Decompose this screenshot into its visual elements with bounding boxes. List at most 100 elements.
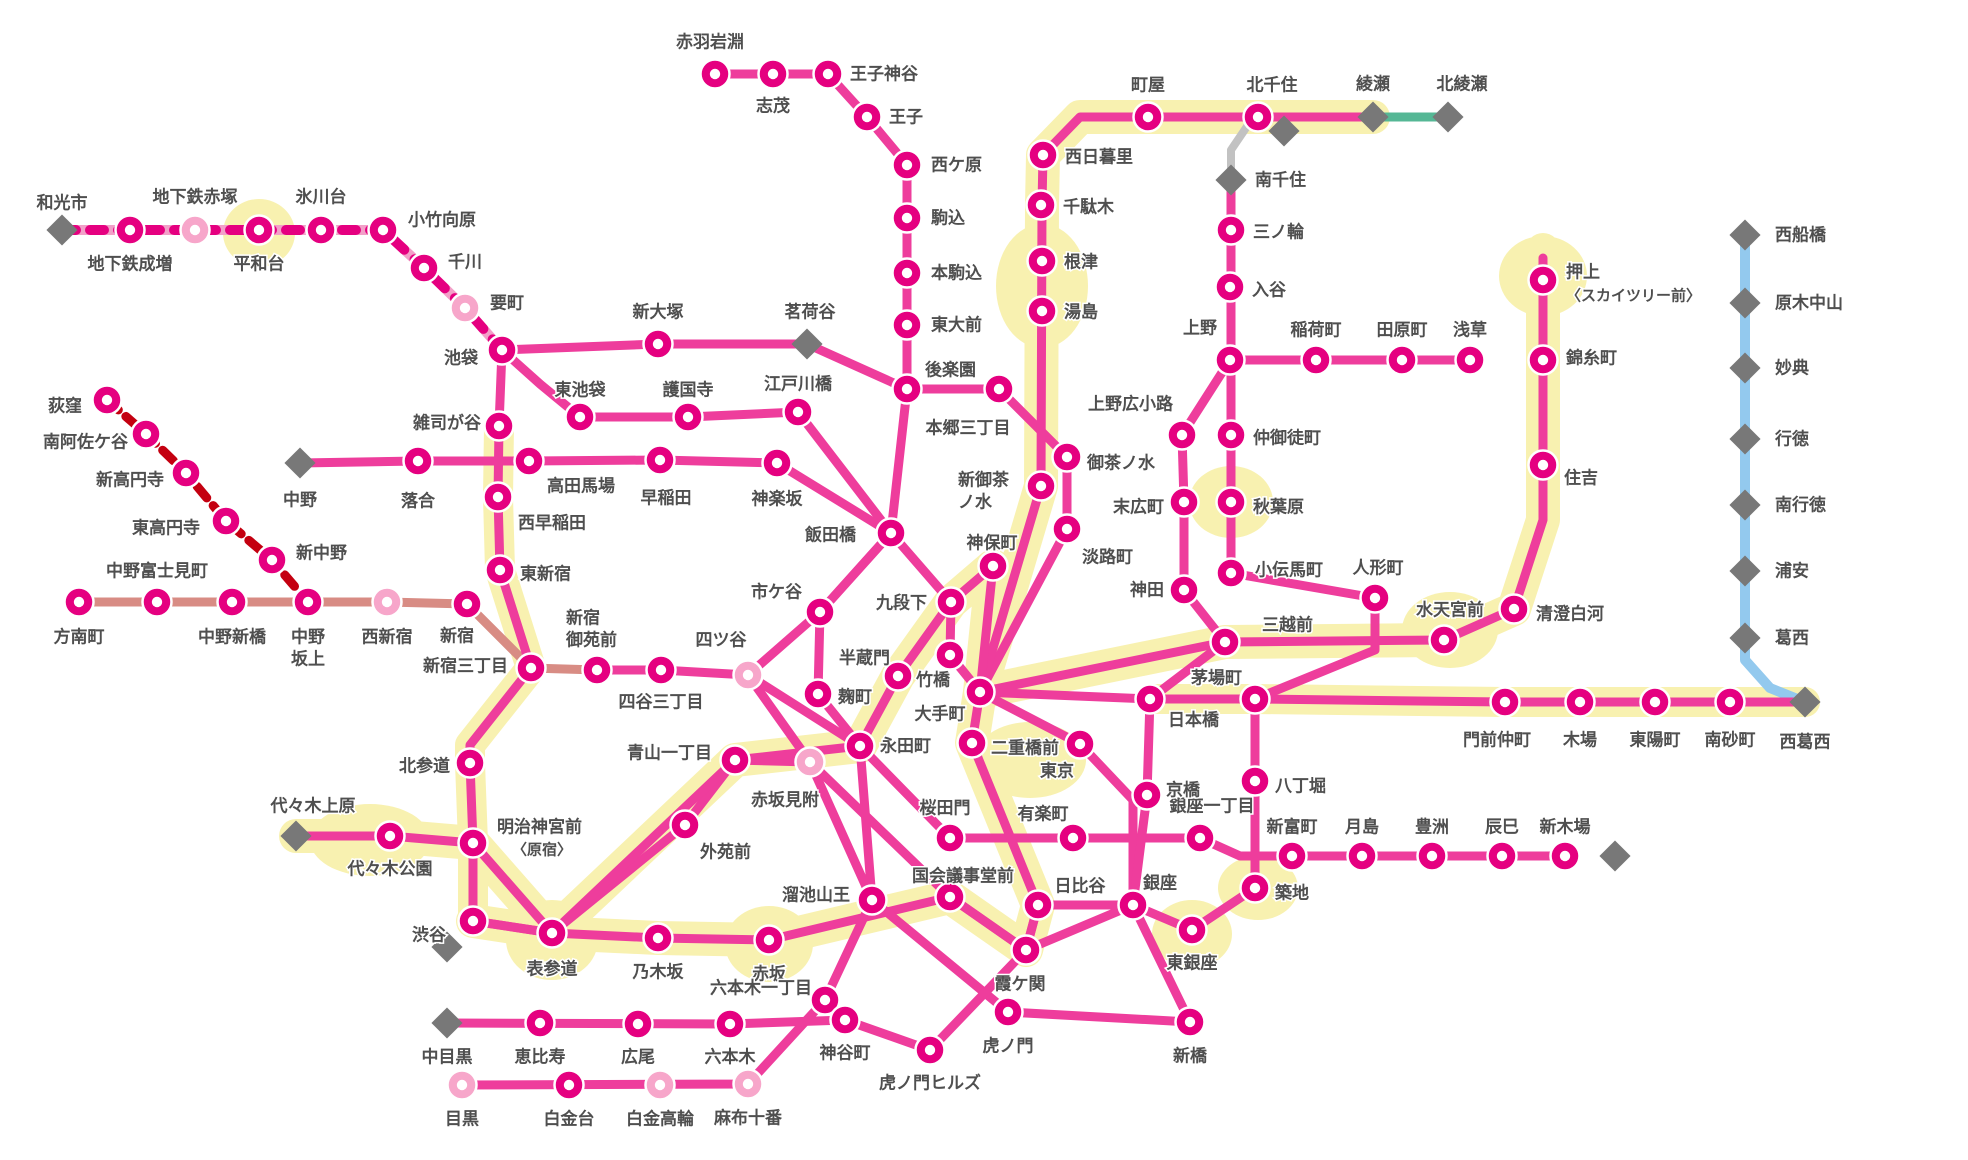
station-marker [141, 586, 173, 618]
station-label: 入谷 [1252, 281, 1287, 300]
station-circle-hole [563, 1079, 575, 1091]
station-circle-hole [987, 560, 999, 572]
station-marker [1239, 683, 1271, 715]
station-label: 六本木一丁目 [710, 978, 812, 998]
station-marker [446, 1069, 478, 1101]
station-label: 茅場町 [1191, 669, 1242, 688]
station-label: 西葛西 [1780, 732, 1831, 752]
station-label: 千駄木 [1063, 197, 1115, 217]
station-label: 恵比寿 [515, 1047, 566, 1067]
station-circle-hole [854, 740, 866, 752]
station-circle-hole [189, 224, 201, 236]
station-marker [451, 588, 483, 620]
station-label: 東京 [1040, 761, 1074, 781]
station-marker [804, 596, 836, 628]
station-marker [216, 586, 248, 618]
station-circle-hole [1369, 592, 1381, 604]
station-marker [851, 101, 883, 133]
station-circle-hole [1036, 305, 1048, 317]
station-marker [1215, 419, 1247, 451]
label-layer: 和光市地下鉄成増地下鉄赤塚平和台氷川台小竹向原千川要町池袋新大塚茗荷谷後楽園本郷… [35, 30, 1845, 1130]
station-circle-hole [101, 394, 113, 406]
station-label: 東銀座 [1167, 953, 1218, 973]
station-circle-hole [1249, 882, 1261, 894]
station-circle-hole [812, 688, 824, 700]
station-label: 門前仲町 [1463, 730, 1531, 750]
station-label: 行徳 [1774, 429, 1809, 449]
station-label: 南行徳 [1775, 495, 1826, 515]
station-label: 稲荷町 [1291, 320, 1342, 340]
station-circle-hole [124, 224, 136, 236]
station-marker [1215, 164, 1247, 196]
station-marker [1549, 840, 1581, 872]
station-circle-hole [1286, 850, 1298, 862]
station-circle-hole [1032, 899, 1044, 911]
station-circle-hole [151, 596, 163, 608]
station-marker [914, 1034, 946, 1066]
station-label: 雑司が谷 [412, 413, 482, 433]
station-circle-hole [1249, 775, 1261, 787]
station-label: 湯島 [1064, 302, 1098, 322]
station-marker [1486, 840, 1518, 872]
station-label: 新大塚 [633, 302, 684, 322]
station-label: 住吉 [1564, 468, 1598, 488]
station-label: 代々木上原 [270, 796, 356, 816]
station-label: 中野 [283, 490, 317, 510]
station-marker [431, 1007, 463, 1039]
station-label: 神保町 [967, 533, 1018, 553]
station-circle-hole [464, 757, 476, 769]
station-label: 表参道 [527, 959, 578, 979]
station-label: 外苑前 [700, 842, 751, 862]
station-circle-hole [901, 383, 913, 395]
station-marker [1174, 1006, 1206, 1038]
station-label: 日比谷 [1055, 876, 1107, 896]
station-marker [1168, 574, 1200, 606]
station-label: ノ水 [958, 492, 993, 512]
station-label: 小伝馬町 [1255, 560, 1323, 580]
station-circle-hole [226, 596, 238, 608]
station-marker [1300, 344, 1332, 376]
station-marker [581, 654, 613, 686]
station-marker [1134, 683, 1166, 715]
station-marker [791, 328, 823, 360]
station-circle-hole [892, 670, 904, 682]
station-marker [1729, 287, 1761, 319]
station-label: 築地 [1274, 883, 1309, 903]
station-circle-hole [546, 927, 558, 939]
station-label: 桜田門 [920, 798, 971, 818]
station-label: 四谷三丁目 [619, 693, 704, 712]
station-circle-hole [1037, 149, 1049, 161]
station-marker [486, 334, 518, 366]
station-label: 王子 [889, 108, 923, 127]
station-label: 北綾瀬 [1437, 74, 1488, 94]
station-marker [1564, 686, 1596, 718]
station-label: 町屋 [1131, 76, 1165, 95]
station-marker [454, 747, 486, 779]
station-label: 代々木公園 [347, 859, 433, 879]
station-marker [757, 58, 789, 90]
station-label: 落合 [401, 491, 436, 511]
station-marker [371, 586, 403, 618]
station-marker [292, 586, 324, 618]
station-label: 中目黒 [422, 1047, 473, 1067]
station-label: 九段下 [875, 593, 927, 613]
station-marker [1432, 101, 1464, 133]
station-circle-hole [467, 837, 479, 849]
station-marker [714, 1008, 746, 1040]
station-marker [732, 659, 764, 691]
station-label: 江戸川橋 [764, 374, 833, 394]
station-marker [1176, 914, 1208, 946]
station-label: 西早稲田 [518, 514, 586, 533]
station-marker [644, 1069, 676, 1101]
station-marker [1454, 344, 1486, 376]
station-circle-hole [709, 68, 721, 80]
station-label: 新宿三丁目 [423, 656, 508, 676]
station-marker [256, 544, 288, 576]
station-circle-hole [822, 68, 834, 80]
station-circle-hole [1574, 696, 1586, 708]
station-circle-hole [1310, 354, 1322, 366]
station-circle-hole [525, 662, 537, 674]
station-circle-hole [461, 598, 473, 610]
station-marker [210, 505, 242, 537]
